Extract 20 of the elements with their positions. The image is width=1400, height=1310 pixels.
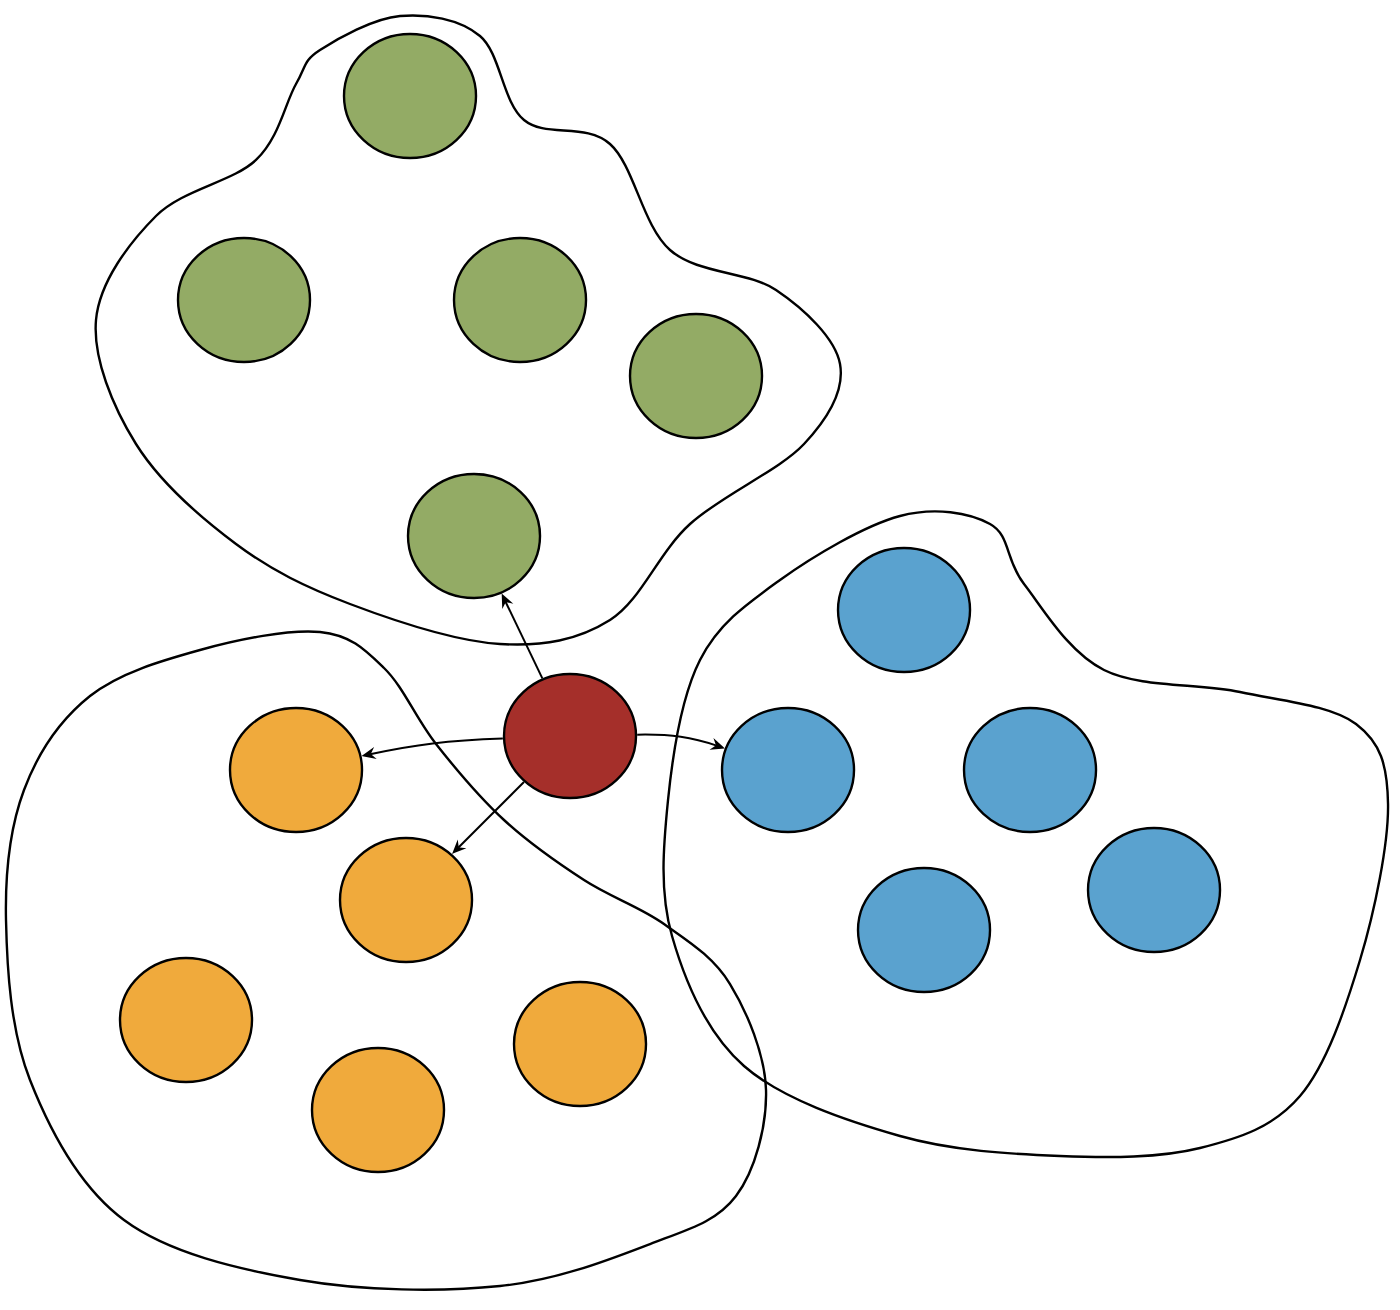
cluster-outline [94,14,842,646]
circle [176,236,312,364]
circle [502,672,638,800]
circle [452,236,588,364]
circle [338,836,474,964]
circle [342,32,478,160]
circle [720,706,856,834]
circle [228,706,364,834]
circle [310,1046,446,1174]
circle [406,472,542,600]
circle [962,706,1098,834]
cluster-outline [662,510,1390,1159]
circle [1086,826,1222,954]
cluster-outline [4,630,768,1291]
circle [512,980,648,1108]
arrow [452,781,525,854]
circle [118,956,254,1084]
circle [836,546,972,674]
circle [856,866,992,994]
circle [628,312,764,440]
